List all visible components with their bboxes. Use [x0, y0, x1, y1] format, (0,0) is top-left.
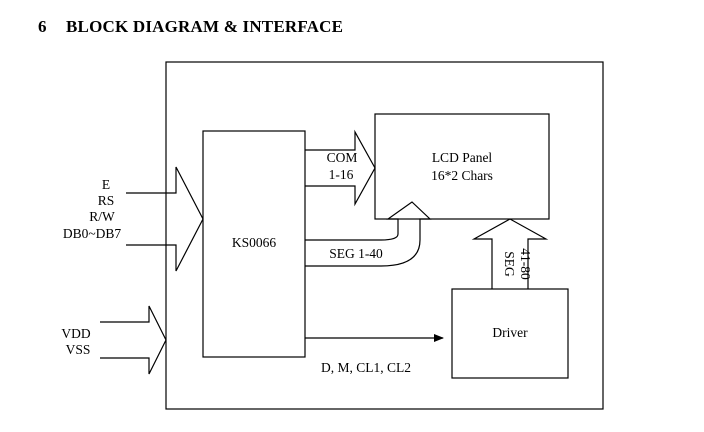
power-signal-vdd: VDD: [61, 326, 90, 341]
driver-seg-label: SEG: [502, 251, 517, 277]
input-bus-arrow: [126, 166, 204, 272]
com-range-label: 1-16: [329, 167, 354, 182]
controller-block: [202, 130, 306, 358]
driver-signals-label: D, M, CL1, CL2: [321, 360, 411, 375]
power-signal-vss: VSS: [66, 342, 91, 357]
seg-label: SEG 1-40: [329, 246, 383, 261]
input-signal-e: E: [102, 177, 110, 192]
lcd-panel-block: [374, 113, 550, 220]
com-bus-arrow: [305, 129, 376, 207]
lcd-panel-chars: 16*2 Chars: [431, 168, 493, 183]
input-signal-db: DB0~DB7: [63, 226, 122, 241]
driver-seg-range-label: 41-80: [518, 248, 533, 280]
seg-bus-arrow: [305, 201, 432, 267]
com-label: COM: [327, 150, 358, 165]
module-frame: [165, 61, 604, 410]
section-number: 6: [38, 17, 47, 36]
lcd-panel-label: LCD Panel: [432, 150, 493, 165]
input-signal-rs: RS: [98, 193, 115, 208]
controller-label: KS0066: [232, 235, 277, 250]
driver-block: [451, 288, 569, 379]
driver-seg-bus-arrow: [471, 218, 549, 289]
driver-label: Driver: [492, 325, 528, 340]
input-signal-rw: R/W: [89, 209, 115, 224]
section-title: BLOCK DIAGRAM & INTERFACE: [66, 17, 344, 36]
section-heading: 6 BLOCK DIAGRAM & INTERFACE: [38, 17, 343, 37]
power-arrow: [100, 305, 167, 375]
